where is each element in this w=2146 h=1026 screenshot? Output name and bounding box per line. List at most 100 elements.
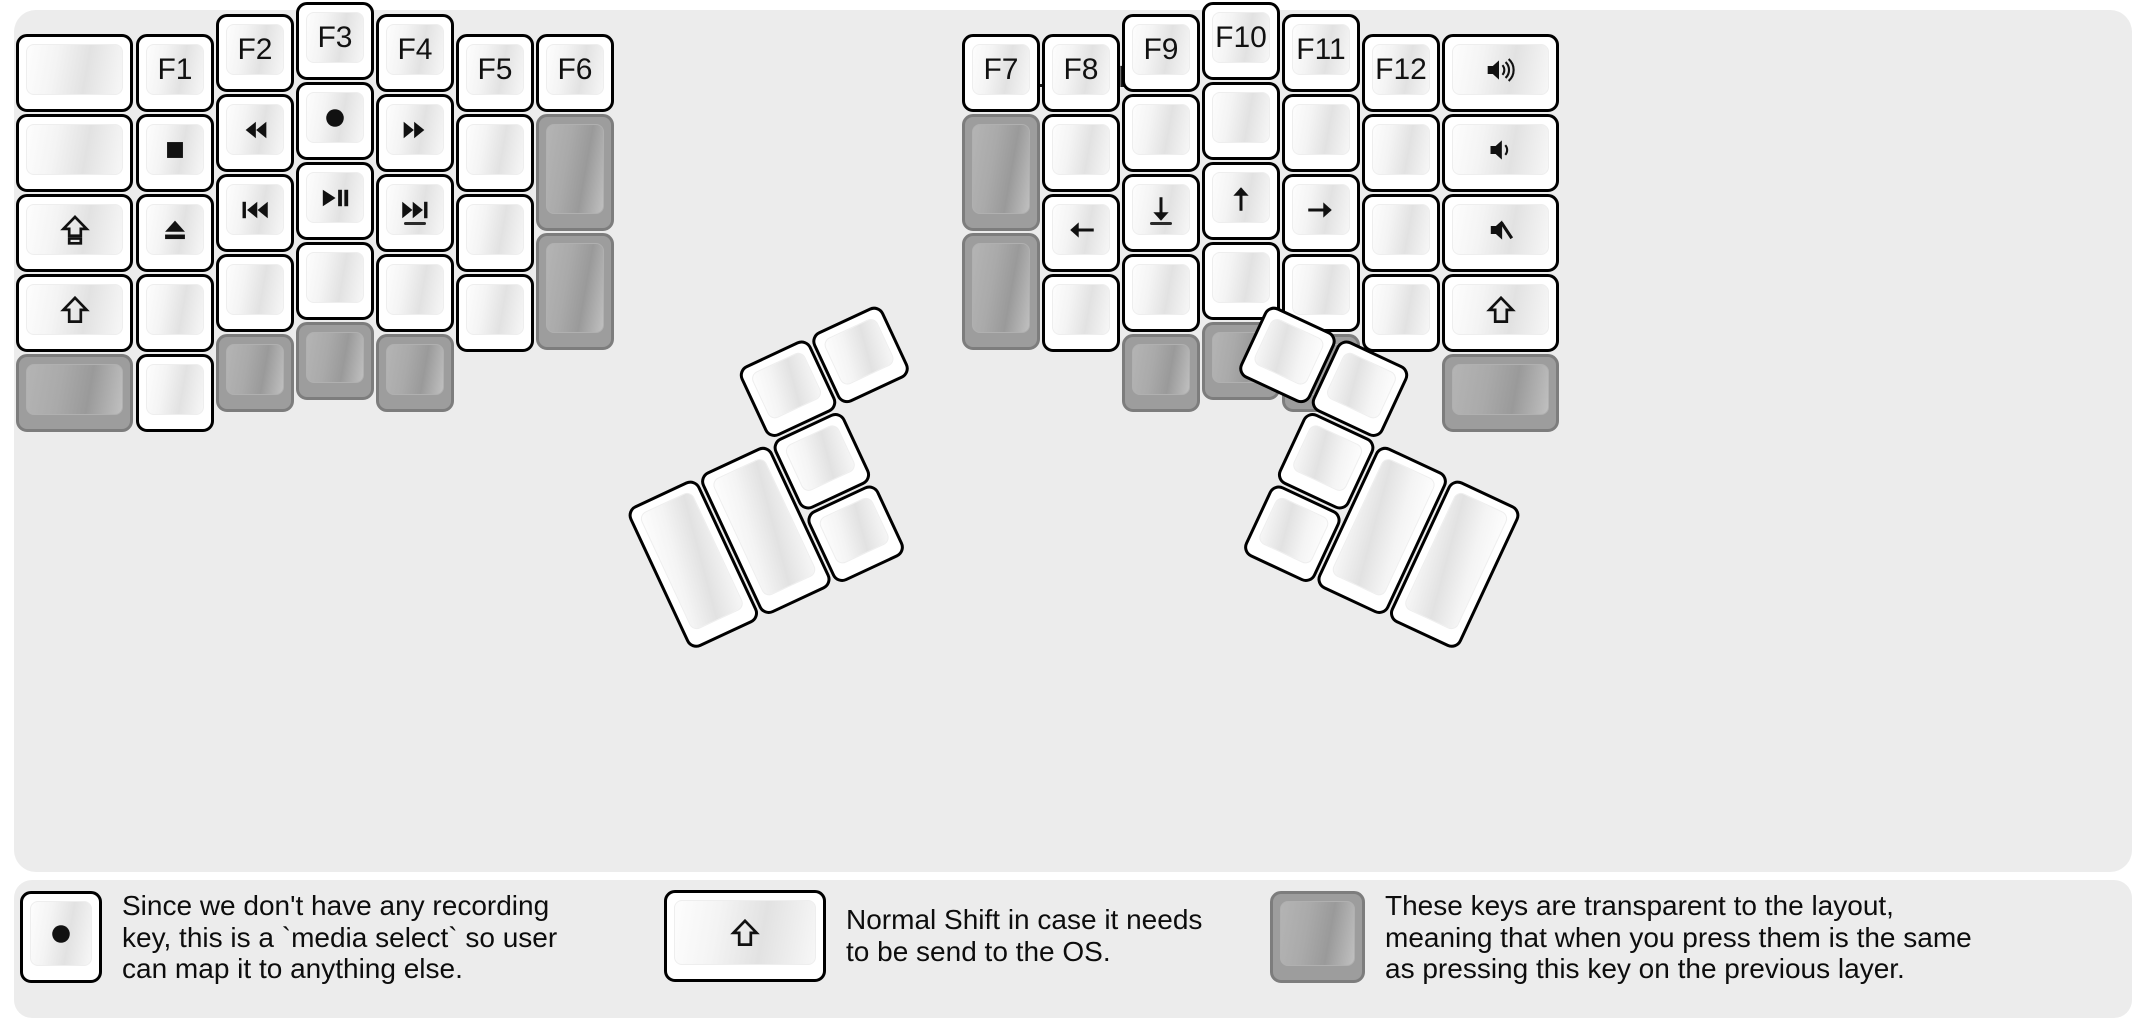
- right-outer-right-key-2[interactable]: [1442, 114, 1559, 192]
- right-f8-key-1[interactable]: F8: [1042, 34, 1120, 112]
- right-f8-key-4[interactable]: [1042, 274, 1120, 352]
- left-f1-key-4[interactable]: [136, 274, 214, 352]
- right-f8-key-3[interactable]: [1042, 194, 1120, 272]
- left-f5-key-3[interactable]: [456, 194, 534, 272]
- legend-sample-key-1[interactable]: [20, 891, 102, 984]
- right-f10-key-2[interactable]: [1202, 82, 1280, 160]
- key-label: F6: [557, 52, 593, 86]
- left-f2-key-1[interactable]: F2: [216, 14, 294, 92]
- keycap-top: [821, 316, 897, 388]
- left-f6-key-3[interactable]: [536, 233, 614, 350]
- right-f10-key-3[interactable]: [1202, 162, 1280, 240]
- keycap-top: [306, 252, 364, 303]
- right-outer-right-key-4[interactable]: [1442, 274, 1559, 352]
- arrow-left-icon: [1070, 221, 1094, 238]
- left-f4-key-4[interactable]: [376, 254, 454, 332]
- right-f9-key-3[interactable]: [1122, 174, 1200, 252]
- keycap-top: [1452, 204, 1549, 255]
- shift-icon: [58, 293, 92, 327]
- key-label: F9: [1143, 32, 1179, 66]
- right-f8-key-2[interactable]: [1042, 114, 1120, 192]
- legend-key-3: [1270, 891, 1365, 984]
- keycap-top: [466, 204, 524, 255]
- arrow-right-icon: [1308, 201, 1332, 218]
- media-prev-track-icon: [238, 193, 272, 227]
- right-f7-key-2[interactable]: [962, 114, 1040, 231]
- right-f10-key-4[interactable]: [1202, 242, 1280, 320]
- keycap-top: [1372, 284, 1430, 335]
- media-eject-icon: [165, 220, 185, 239]
- keycap-top: [972, 243, 1030, 333]
- left-f6-key-2[interactable]: [536, 114, 614, 231]
- right-f11-key-3[interactable]: [1282, 174, 1360, 252]
- left-f5-key-1[interactable]: F5: [456, 34, 534, 112]
- volume-mute-icon: [1490, 219, 1513, 240]
- left-f4-key-2[interactable]: [376, 94, 454, 172]
- left-f3-key-1[interactable]: F3: [296, 2, 374, 80]
- legend-text-2: Normal Shift in case it needs to be send…: [846, 904, 1203, 967]
- right-f10-key-1[interactable]: F10: [1202, 2, 1280, 80]
- right-f9-key-4[interactable]: [1122, 254, 1200, 332]
- shift-icon: [59, 295, 90, 323]
- left-f2-key-3[interactable]: [216, 174, 294, 252]
- right-f9-key-1[interactable]: F9: [1122, 14, 1200, 92]
- media-fastforward-icon: [403, 121, 425, 138]
- left-f2-key-5[interactable]: [216, 334, 294, 412]
- left-f3-key-5[interactable]: [296, 322, 374, 400]
- shift-icon: [1485, 295, 1516, 323]
- left-outer-key-4[interactable]: [16, 274, 133, 352]
- left-f5-key-4[interactable]: [456, 274, 534, 352]
- legend-sample-key-3[interactable]: [1270, 891, 1365, 984]
- media-eject-icon: [158, 213, 192, 247]
- legend-sample-key-2[interactable]: [664, 890, 826, 982]
- left-f3-key-3[interactable]: [296, 162, 374, 240]
- left-f5-key-2[interactable]: [456, 114, 534, 192]
- left-f1-key-3[interactable]: [136, 194, 214, 272]
- key-label: F12: [1375, 52, 1427, 86]
- keycap-top: [1280, 901, 1355, 967]
- media-record-icon: [44, 917, 78, 951]
- arrow-up-icon: [1224, 181, 1258, 215]
- left-f3-key-2[interactable]: [296, 82, 374, 160]
- right-f12-key-1[interactable]: F12: [1362, 34, 1440, 112]
- volume-mute-icon: [1484, 213, 1518, 247]
- keycap-top: [386, 184, 444, 235]
- right-f9-key-2[interactable]: [1122, 94, 1200, 172]
- keycap-top: [386, 104, 444, 155]
- right-f7-key-1[interactable]: F7: [962, 34, 1040, 112]
- right-f12-key-2[interactable]: [1362, 114, 1440, 192]
- right-f11-key-2[interactable]: [1282, 94, 1360, 172]
- right-f12-key-3[interactable]: [1362, 194, 1440, 272]
- keycap-top: [306, 92, 364, 143]
- left-f4-key-5[interactable]: [376, 334, 454, 412]
- left-f1-key-2[interactable]: [136, 114, 214, 192]
- left-f1-key-1[interactable]: F1: [136, 34, 214, 112]
- keycap-top: F5: [466, 44, 524, 95]
- left-f6-key-1[interactable]: F6: [536, 34, 614, 112]
- right-f9-key-5[interactable]: [1122, 334, 1200, 412]
- left-outer-key-1[interactable]: [16, 34, 133, 112]
- left-outer-key-3[interactable]: [16, 194, 133, 272]
- media-record-icon: [52, 925, 70, 943]
- left-f2-key-4[interactable]: [216, 254, 294, 332]
- right-outer-right-key-3[interactable]: [1442, 194, 1559, 272]
- left-f4-key-1[interactable]: F4: [376, 14, 454, 92]
- right-outer-right-key-1[interactable]: [1442, 34, 1559, 112]
- left-f4-key-3[interactable]: [376, 174, 454, 252]
- right-f7-key-3[interactable]: [962, 233, 1040, 350]
- media-record-icon: [318, 101, 352, 135]
- right-f11-key-1[interactable]: F11: [1282, 14, 1360, 92]
- arrow-right-icon: [1304, 193, 1338, 227]
- right-outer-right-key-5[interactable]: [1442, 354, 1559, 432]
- right-f12-key-4[interactable]: [1362, 274, 1440, 352]
- keycap-top: [146, 364, 204, 415]
- keycap-top: F9: [1132, 24, 1190, 75]
- left-f2-key-2[interactable]: [216, 94, 294, 172]
- keycap-top: [226, 104, 284, 155]
- keycap-top: [1290, 422, 1365, 494]
- left-outer-key-2[interactable]: [16, 114, 133, 192]
- left-f3-key-4[interactable]: [296, 242, 374, 320]
- keycap-top: [1052, 284, 1110, 335]
- left-f1-key-5[interactable]: [136, 354, 214, 432]
- left-outer-key-5[interactable]: [16, 354, 133, 432]
